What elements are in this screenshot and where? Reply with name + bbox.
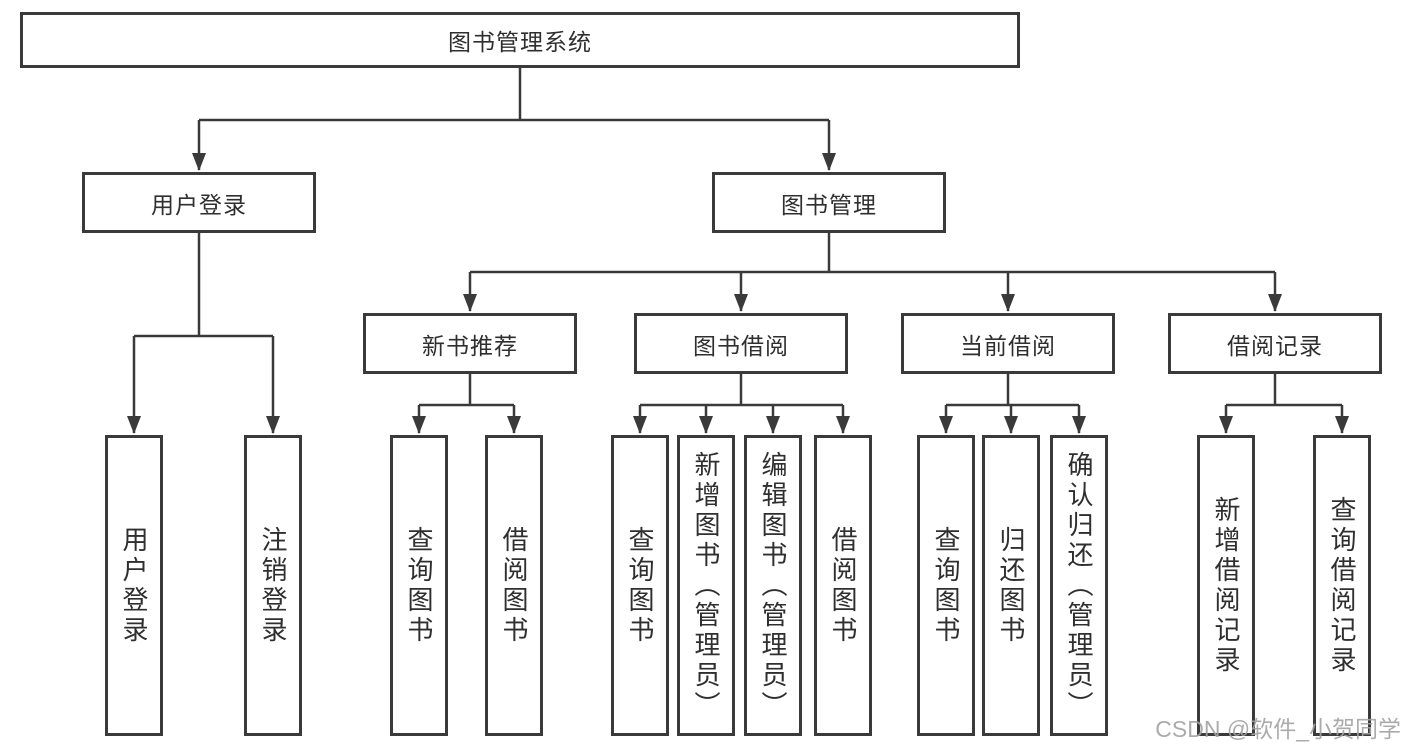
node-label: 编辑图书（管理员） bbox=[758, 450, 788, 721]
node-label: 图书管理系统 bbox=[448, 29, 592, 55]
leaf-logout: 注销登录 bbox=[244, 435, 302, 736]
node-label: 用户登录 bbox=[151, 191, 247, 218]
node-label: 查询图书 bbox=[625, 525, 655, 646]
node-label: 确认归还（管理员） bbox=[1064, 450, 1094, 721]
watermark: CSDN @软件_小贺同学 bbox=[1155, 716, 1401, 742]
leaf-edit-books-admin: 编辑图书（管理员） bbox=[744, 435, 802, 736]
node-label: 图书管理 bbox=[781, 191, 877, 218]
node-borrow-records: 借阅记录 bbox=[1168, 313, 1382, 374]
node-label: 当前借阅 bbox=[960, 332, 1056, 359]
leaf-confirm-return-admin: 确认归还（管理员） bbox=[1050, 435, 1108, 736]
leaf-query-borrow-record: 查询借阅记录 bbox=[1313, 435, 1371, 736]
leaf-add-borrow-record: 新增借阅记录 bbox=[1197, 435, 1255, 736]
node-label: 借阅图书 bbox=[499, 525, 529, 646]
leaf-query-books-1: 查询图书 bbox=[390, 435, 448, 736]
leaf-query-books-3: 查询图书 bbox=[917, 435, 975, 736]
node-label: 图书借阅 bbox=[693, 332, 789, 359]
node-root: 图书管理系统 bbox=[20, 12, 1020, 68]
node-user-login: 用户登录 bbox=[82, 172, 316, 233]
node-label: 查询图书 bbox=[404, 525, 434, 646]
node-label: 查询借阅记录 bbox=[1327, 495, 1357, 676]
node-label: 用户登录 bbox=[119, 525, 149, 646]
node-label: 新增借阅记录 bbox=[1211, 495, 1241, 676]
leaf-add-books-admin: 新增图书（管理员） bbox=[677, 435, 735, 736]
node-label: 查询图书 bbox=[931, 525, 961, 646]
node-label: 注销登录 bbox=[258, 525, 288, 646]
node-label: 借阅记录 bbox=[1227, 332, 1323, 359]
node-label: 借阅图书 bbox=[828, 525, 858, 646]
leaf-borrow-books-2: 借阅图书 bbox=[814, 435, 872, 736]
node-current-borrow: 当前借阅 bbox=[901, 313, 1115, 374]
leaf-query-books-2: 查询图书 bbox=[611, 435, 669, 736]
node-label: 新书推荐 bbox=[422, 332, 518, 359]
leaf-user-login: 用户登录 bbox=[105, 435, 163, 736]
node-book-management: 图书管理 bbox=[712, 172, 946, 233]
node-label: 归还图书 bbox=[996, 525, 1026, 646]
leaf-return-books: 归还图书 bbox=[982, 435, 1040, 736]
node-label: 新增图书（管理员） bbox=[691, 450, 721, 721]
leaf-borrow-books-1: 借阅图书 bbox=[485, 435, 543, 736]
node-new-book-recommend: 新书推荐 bbox=[363, 313, 577, 374]
node-book-borrow: 图书借阅 bbox=[634, 313, 848, 374]
